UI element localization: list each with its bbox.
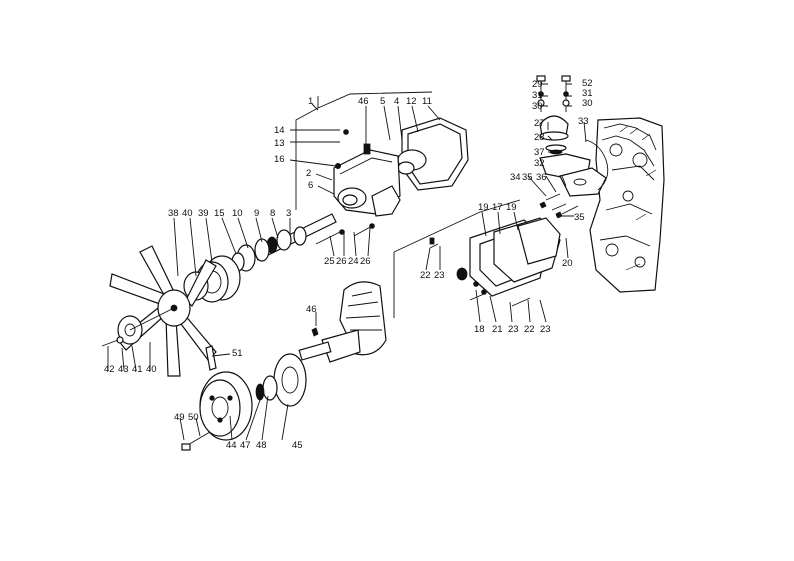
pump-cover-gaskets: [393, 199, 561, 318]
callout-1: 1: [308, 96, 313, 107]
callout-34: 34: [510, 172, 521, 183]
callout-31b: 31: [582, 88, 593, 99]
callout-40b: 40: [146, 364, 157, 375]
leader-lines: [107, 83, 587, 441]
callout-26b: 26: [360, 256, 371, 267]
callout-18: 18: [474, 324, 485, 335]
callout-21: 21: [492, 324, 503, 335]
callout-23c: 23: [540, 324, 551, 335]
callout-48: 48: [256, 440, 267, 451]
callout-9: 9: [254, 208, 259, 219]
engine-block: [589, 117, 665, 293]
callout-11: 11: [422, 96, 432, 107]
crankshaft: [298, 281, 387, 363]
water-pump-body: [333, 117, 469, 217]
callout-33: 33: [578, 116, 589, 127]
callout-42: 42: [104, 364, 115, 375]
pump-shaft-assembly: [183, 213, 337, 303]
callout-16: 16: [274, 154, 285, 165]
callout-30b: 30: [582, 98, 593, 109]
callout-19a: 19: [478, 202, 489, 213]
callout-47: 47: [240, 440, 251, 451]
pump-bolts: [315, 223, 375, 245]
callout-49: 49: [174, 412, 185, 423]
callout-23b: 23: [508, 324, 519, 335]
callout-25: 25: [324, 256, 335, 267]
callout-26a: 26: [336, 256, 347, 267]
callout-5: 5: [380, 96, 385, 107]
callout-36: 36: [536, 172, 547, 183]
callout-39: 39: [198, 208, 209, 219]
callout-35a: 35: [522, 172, 533, 183]
callout-labels: 1 2 3 4 5 6 8 9 10 11 12 13 14 15 16 17 …: [104, 78, 593, 451]
callout-20: 20: [562, 258, 573, 269]
callout-27: 27: [534, 118, 545, 129]
callout-10: 10: [232, 208, 243, 219]
callout-44: 44: [226, 440, 237, 451]
callout-50: 50: [188, 412, 199, 423]
cooling-fan: [101, 245, 217, 377]
callout-30a: 30: [532, 101, 543, 112]
callout-51: 51: [232, 348, 243, 359]
callout-13: 13: [274, 138, 285, 149]
callout-6: 6: [308, 180, 313, 191]
callout-32: 32: [534, 158, 545, 169]
callout-22b: 22: [524, 324, 535, 335]
callout-41: 41: [132, 364, 143, 375]
callout-40a: 40: [182, 208, 193, 219]
crank-pulley: [181, 345, 307, 451]
callout-12: 12: [406, 96, 417, 107]
callout-15: 15: [214, 208, 225, 219]
callout-28: 28: [534, 132, 545, 143]
callout-3: 3: [286, 208, 291, 219]
callout-14: 14: [274, 125, 285, 136]
callout-4: 4: [394, 96, 399, 107]
callout-23a: 23: [434, 270, 445, 281]
pump-assembly-bracket: [295, 91, 433, 210]
callout-8: 8: [270, 208, 275, 219]
callout-46a: 46: [358, 96, 369, 107]
callout-43: 43: [118, 364, 129, 375]
callout-17: 17: [492, 202, 503, 213]
callout-52: 52: [582, 78, 593, 89]
callout-19b: 19: [506, 202, 517, 213]
callout-35b: 35: [574, 212, 585, 223]
callout-29: 29: [532, 79, 543, 90]
callout-22a: 22: [420, 270, 431, 281]
callout-31a: 31: [532, 90, 543, 101]
callout-38: 38: [168, 208, 179, 219]
callout-45: 45: [292, 440, 303, 451]
callout-2: 2: [306, 168, 311, 179]
callout-37: 37: [534, 147, 545, 158]
callout-46b: 46: [306, 304, 317, 315]
callout-24: 24: [348, 256, 359, 267]
thermostat-assembly: [536, 75, 609, 219]
